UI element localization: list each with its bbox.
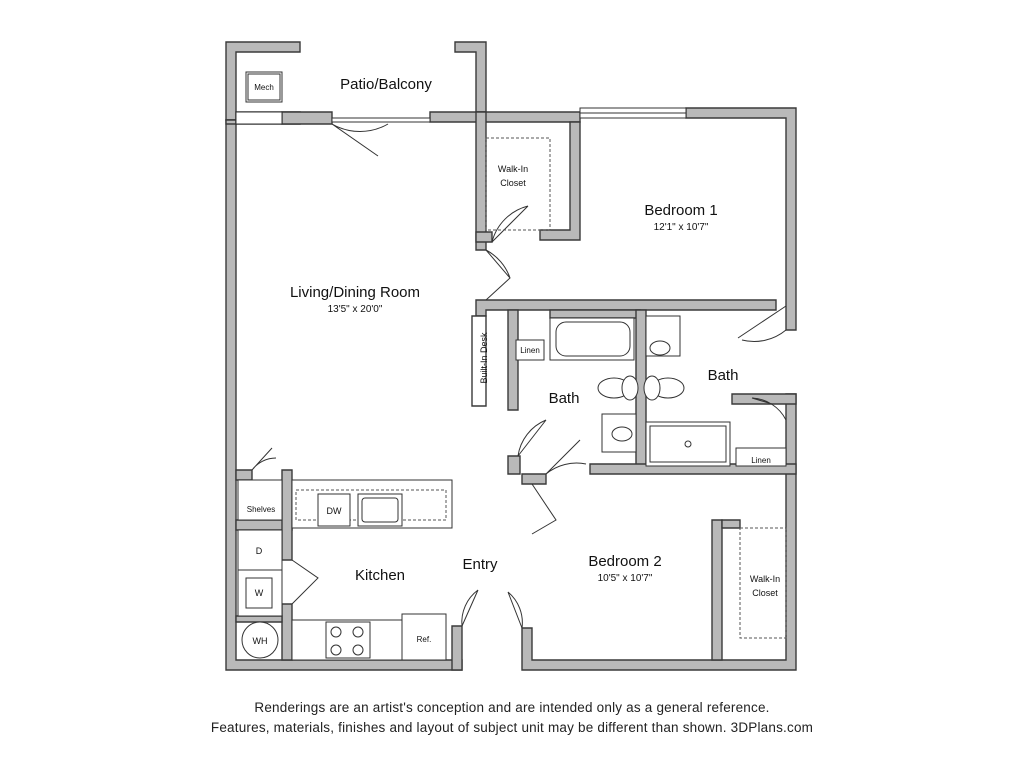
- label-entry: Entry: [462, 556, 498, 573]
- label-bath2: Bath: [708, 367, 739, 384]
- label-builtin-desk: Built-In Desk: [479, 332, 489, 384]
- interior-walls: [235, 111, 797, 661]
- label-walkin2-line1: Walk-In: [750, 574, 780, 584]
- floor-plan: Patio/Balcony Mech Walk-In Closet Bedroo…: [225, 41, 797, 671]
- label-patio: Patio/Balcony: [340, 76, 432, 93]
- label-bedroom2-dim: 10'5" x 10'7": [598, 573, 653, 584]
- label-living: Living/Dining Room: [290, 284, 420, 301]
- label-walkin1-line2: Closet: [500, 178, 526, 188]
- label-walkin1-line1: Walk-In: [498, 164, 528, 174]
- label-ref: Ref.: [417, 635, 432, 644]
- disclaimer-line-1: Renderings are an artist's conception an…: [254, 700, 770, 715]
- label-linen1: Linen: [520, 346, 540, 355]
- label-bedroom1-dim: 12'1" x 10'7": [654, 222, 709, 233]
- label-walkin2-line2: Closet: [752, 588, 778, 598]
- label-mech: Mech: [254, 83, 274, 92]
- label-linen2: Linen: [751, 456, 771, 465]
- label-dw: DW: [327, 506, 342, 516]
- disclaimer-line-2: Features, materials, finishes and layout…: [210, 720, 814, 735]
- label-dryer: D: [256, 546, 263, 556]
- label-bedroom1: Bedroom 1: [644, 202, 717, 219]
- room-labels: Patio/Balcony Mech Walk-In Closet Bedroo…: [247, 76, 780, 646]
- label-wh: WH: [253, 636, 268, 646]
- outer-walls: [225, 41, 797, 671]
- label-living-dim: 13'5" x 20'0": [328, 304, 383, 315]
- label-kitchen: Kitchen: [355, 567, 405, 584]
- label-bath1: Bath: [549, 390, 580, 407]
- label-bedroom2: Bedroom 2: [588, 553, 661, 570]
- doors: [251, 123, 787, 629]
- label-washer: W: [255, 588, 264, 598]
- label-shelves: Shelves: [247, 505, 275, 514]
- fixtures: [237, 71, 787, 661]
